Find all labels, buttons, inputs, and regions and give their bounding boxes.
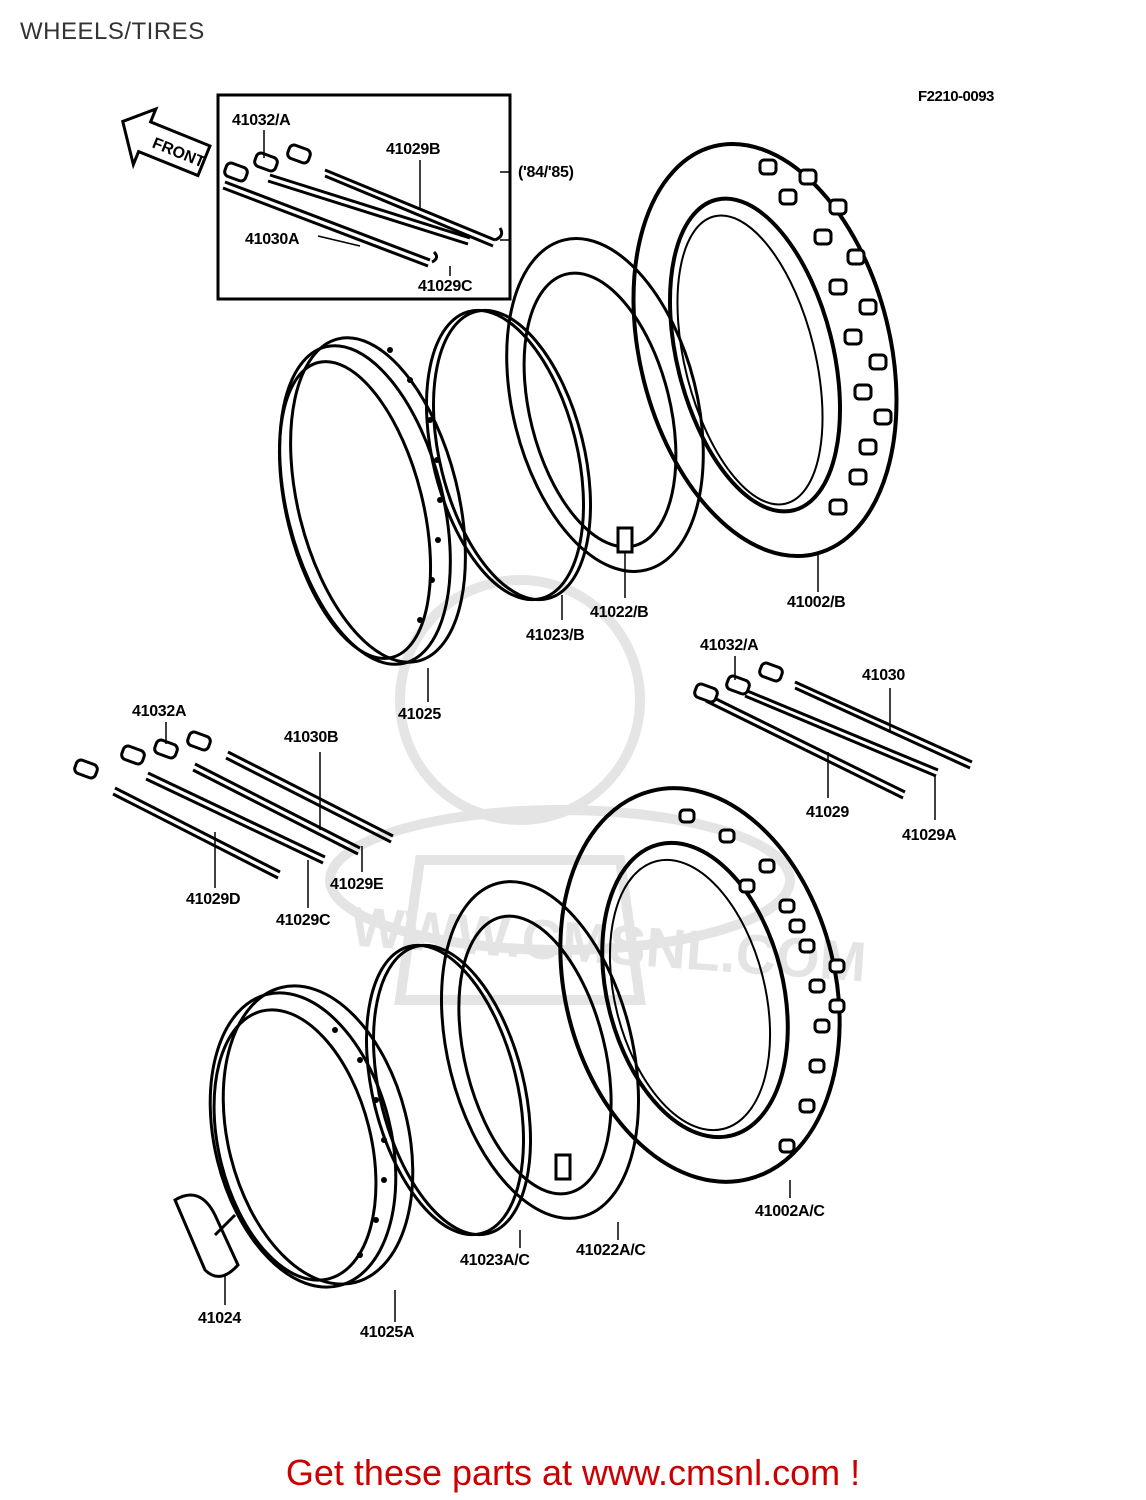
part-label-41029e: 41029E [330, 876, 384, 893]
part-label-41002ac: 41002A/C [755, 1203, 825, 1220]
rimband-41023b [424, 308, 593, 602]
valve-icon [554, 1153, 572, 1181]
valve-icon [616, 526, 634, 554]
part-label-41029c-bottom: 41029C [276, 912, 331, 929]
year-note: ('84/'85) [518, 164, 574, 181]
tire-41002b-tread [758, 158, 893, 516]
rimband-41023ac [364, 943, 533, 1237]
part-label-41025a: 41025A [360, 1324, 415, 1341]
page-title: WHEELS/TIRES [20, 18, 205, 45]
part-label-41030: 41030 [862, 667, 905, 684]
spokes-right [693, 661, 973, 800]
part-label-41032a-mid: 41032/A [700, 637, 759, 654]
part-label-41022ac: 41022A/C [576, 1242, 646, 1259]
tire-41002b [631, 142, 899, 558]
part-label-41029a: 41029A [902, 827, 957, 844]
part-label-41023b: 41023/B [526, 627, 585, 644]
footer-promo: Get these parts at www.cmsnl.com ! [0, 1452, 1146, 1494]
rim-41025a [208, 984, 415, 1289]
rim-lock-41024 [173, 1193, 240, 1278]
part-label-41032a-top: 41032/A [232, 112, 291, 129]
front-arrow-icon: FRONT [120, 106, 212, 178]
part-label-41002b: 41002/B [787, 594, 846, 611]
part-label-41023ac: 41023A/C [460, 1252, 530, 1269]
part-label-41030b: 41030B [284, 729, 339, 746]
part-label-41032a-left: 41032A [132, 703, 187, 720]
diagram-code: F2210-0093 [918, 88, 994, 105]
tube-41022ac [440, 880, 640, 1220]
part-label-41029d: 41029D [186, 891, 241, 908]
part-label-41022b: 41022/B [590, 604, 649, 621]
tube-41022b [505, 237, 705, 573]
part-label-41030a: 41030A [245, 231, 300, 248]
part-label-41029: 41029 [806, 804, 849, 821]
part-label-41025: 41025 [398, 706, 441, 723]
nipple-icon [223, 161, 249, 183]
part-label-41029b: 41029B [386, 141, 441, 158]
rim-41025 [277, 336, 467, 666]
footer-link[interactable]: Get these parts at www.cmsnl.com ! [285, 1452, 861, 1493]
part-label-41029c-top: 41029C [418, 278, 473, 295]
spokes-left [73, 730, 394, 880]
tire-41002ac [558, 786, 842, 1184]
part-label-41024: 41024 [198, 1310, 241, 1327]
nipple-icon [253, 151, 279, 173]
tire-41002ac-tread [678, 808, 846, 1154]
nipple-icon [286, 143, 312, 165]
inset-spokes [222, 143, 504, 268]
